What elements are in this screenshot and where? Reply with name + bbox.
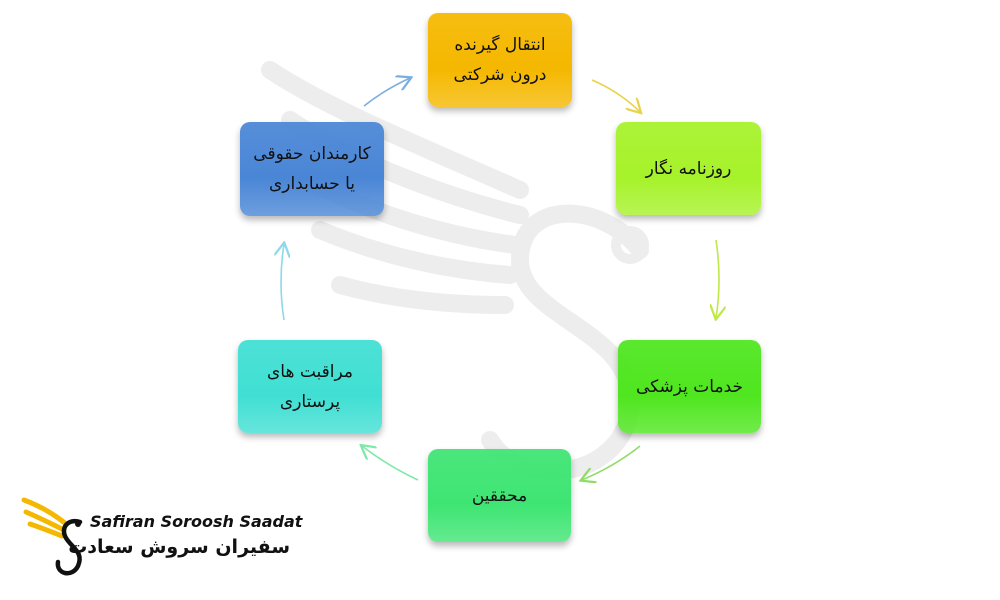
node-nursing-care: مراقبت های پرستاری xyxy=(238,340,382,433)
logo-name-fa: سفیران سروش سعادت xyxy=(68,536,290,558)
node-journalist: روزنامه نگار xyxy=(616,122,761,215)
arrow-4 xyxy=(362,446,419,481)
arrow-6 xyxy=(363,78,410,107)
logo-name-en: Safiran Soroosh Saadat xyxy=(90,512,303,531)
arrow-3 xyxy=(582,445,641,480)
arrow-5 xyxy=(281,244,284,321)
node-researchers: محققین xyxy=(428,449,571,542)
node-medical-services: خدمات پزشکی xyxy=(618,340,761,433)
arrow-1 xyxy=(591,79,640,112)
node-internal-transfer: انتقال گیرنده درون شرکتی xyxy=(428,13,572,107)
node-legal-employee: کارمندان حقوقی یا حسابداری xyxy=(240,122,384,216)
wing-s-logo-icon xyxy=(21,497,83,576)
arrow-2 xyxy=(716,239,719,318)
company-logo: Safiran Soroosh Saadat سفیران سروش سعادت xyxy=(20,492,302,582)
